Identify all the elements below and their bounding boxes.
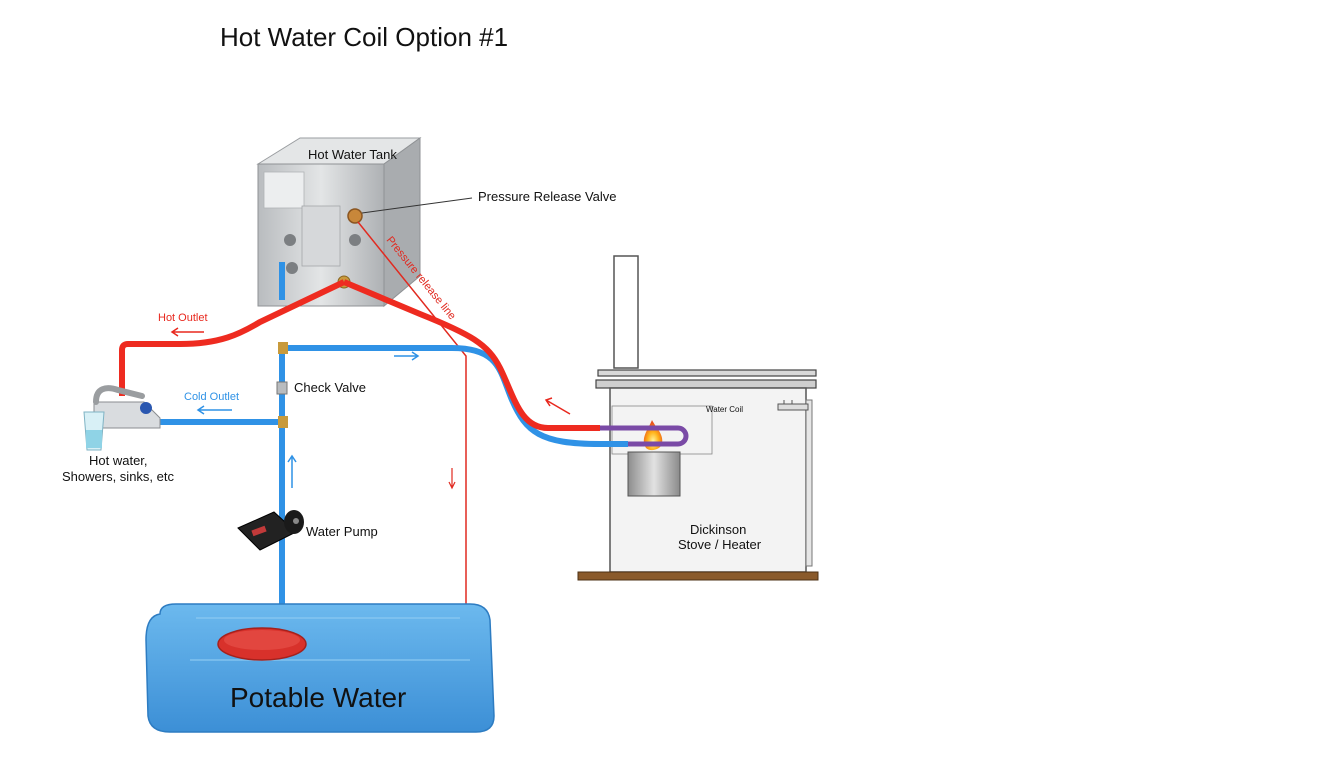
stove-side-trim (805, 399, 813, 567)
hot-return-arrow (544, 397, 571, 415)
stove-label-line2: Stove / Heater (678, 537, 762, 552)
hot-water-tank (256, 137, 422, 308)
water-tank-ridge (190, 617, 470, 661)
pressure-release-line (357, 221, 467, 614)
cold-up-arrow (287, 454, 297, 488)
diagram-title: Hot Water Coil Option #1 (220, 22, 508, 52)
cold-outlet-label: Cold Outlet (184, 391, 239, 403)
fixtures-label-line1: Hot water, (89, 453, 148, 468)
potable-water-tank (145, 603, 495, 733)
potable-water-label: Potable Water (230, 682, 406, 713)
check-valve-icon (276, 381, 288, 395)
water-coil-label: Water Coil (706, 405, 743, 414)
tee-fitting-top (278, 342, 288, 354)
tank-side-face (383, 137, 421, 308)
pressure-release-valve-callout-line (361, 197, 473, 214)
tank-fitting-3 (286, 262, 298, 274)
hot-outlet-arrow (170, 327, 204, 337)
pressure-release-valve-label: Pressure Release Valve (478, 189, 617, 204)
tank-fitting-1 (284, 234, 296, 246)
tank-fitting-2 (349, 234, 361, 246)
stove-top-plate (597, 369, 817, 377)
hot-return-pipe (342, 279, 600, 431)
stove-heater (577, 255, 819, 581)
tank-label-plate (263, 171, 305, 209)
water-coil (592, 425, 689, 447)
cold-outlet-arrow (196, 405, 232, 415)
hot-outlet-pipe (119, 279, 346, 396)
pressure-release-valve-icon (347, 208, 363, 224)
tank-panel (301, 205, 341, 267)
stove-label-line1: Dickinson (690, 522, 746, 537)
water-pump-label: Water Pump (306, 524, 378, 539)
hot-water-tank-label: Hot Water Tank (308, 147, 397, 162)
cold-right-arrow (394, 351, 420, 361)
hot-outlet-label: Hot Outlet (158, 312, 208, 324)
chimney-pipe (613, 255, 639, 369)
pressure-release-down-arrow (448, 468, 456, 490)
water-pump-icon (237, 510, 304, 551)
faucet-icon (83, 385, 161, 451)
burner-can (627, 451, 681, 497)
tee-fitting-bottom (278, 416, 288, 428)
stove-base (577, 571, 819, 581)
stove-top-rail (595, 379, 817, 389)
fixtures-label-line2: Showers, sinks, etc (62, 469, 174, 484)
check-valve-label: Check Valve (294, 380, 366, 395)
stove-handle-icon (777, 400, 809, 411)
